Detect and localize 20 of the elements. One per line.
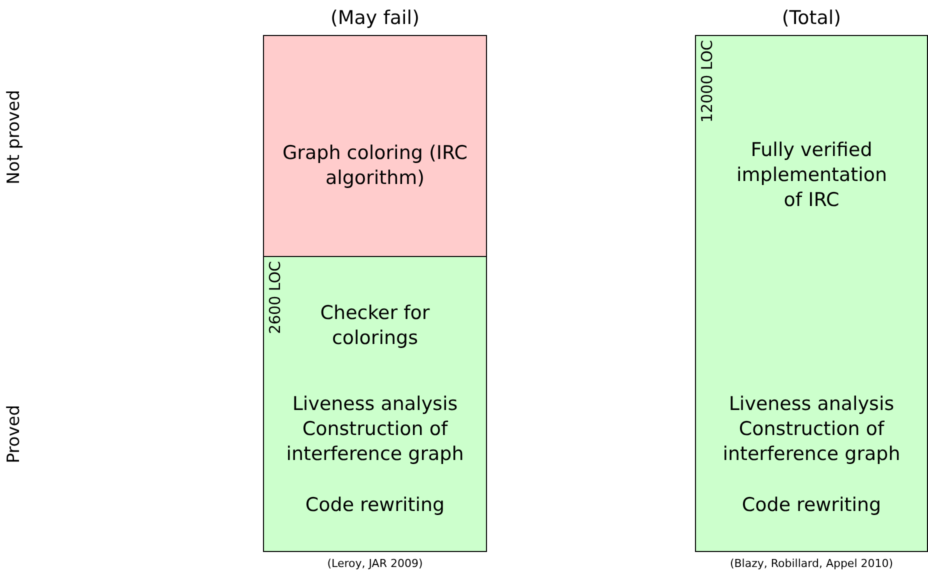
line-count: 2600 LOC [267, 261, 284, 334]
block-box [263, 35, 487, 257]
box-text: Fully verified implementation of IRC [736, 138, 886, 213]
column-heading: (Total) [780, 6, 842, 31]
box-text: Liveness analysis [728, 392, 896, 417]
box-text: Construction of interference graph [285, 417, 465, 467]
box-text: Liveness analysis [291, 392, 459, 417]
column-heading: (May fail) [329, 6, 421, 31]
row-label: Not proved [4, 90, 24, 184]
box-text: Code rewriting [740, 493, 882, 518]
line-count: 12000 LOC [699, 40, 716, 123]
box-text: Code rewriting [304, 493, 446, 518]
block-box [695, 35, 928, 552]
row-label: Proved [4, 405, 24, 464]
box-text: Construction of interference graph [722, 417, 902, 467]
citation: (Blazy, Robillard, Appel 2010) [728, 557, 894, 570]
box-text: Checker for colorings [319, 301, 431, 351]
citation: (Leroy, JAR 2009) [326, 557, 424, 570]
box-text: Graph coloring (IRC algorithm) [281, 141, 469, 191]
block-box [263, 256, 487, 552]
